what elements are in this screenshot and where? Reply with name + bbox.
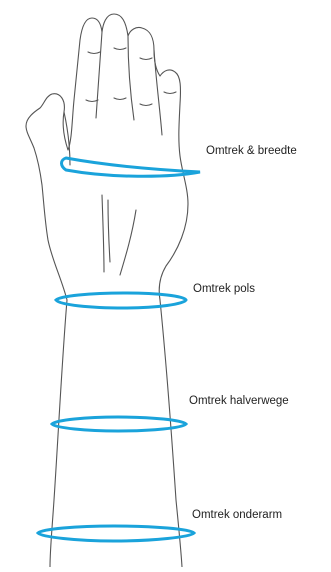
halfway-circumference-label: Omtrek halverwege xyxy=(189,395,289,407)
finger-line-3 xyxy=(154,50,162,135)
tendon-1 xyxy=(102,195,104,272)
hand-outline xyxy=(26,14,188,300)
halfway-measure-band xyxy=(52,417,186,431)
knuckle-crease-4 xyxy=(164,92,176,94)
knuckle-crease-1 xyxy=(88,52,100,54)
forearm-measure-band xyxy=(38,526,194,541)
knuckle-crease-6 xyxy=(114,98,126,100)
finger-line-2 xyxy=(128,36,134,120)
knuckle-crease-2 xyxy=(114,48,126,50)
knuckle-crease-5 xyxy=(86,100,98,102)
forearm-circumference-label: Omtrek onderarm xyxy=(192,509,282,521)
hand-measure-band xyxy=(62,158,201,176)
knuckle-crease-3 xyxy=(140,58,152,60)
hand-circumference-label: Omtrek & breedte xyxy=(206,145,297,157)
wrist-measure-band xyxy=(56,293,186,308)
finger-line-1 xyxy=(96,32,102,118)
wrist-circumference-label: Omtrek pols xyxy=(193,283,255,295)
knuckle-crease-7 xyxy=(140,104,152,106)
tendon-3 xyxy=(108,200,110,262)
tendon-2 xyxy=(120,210,136,275)
